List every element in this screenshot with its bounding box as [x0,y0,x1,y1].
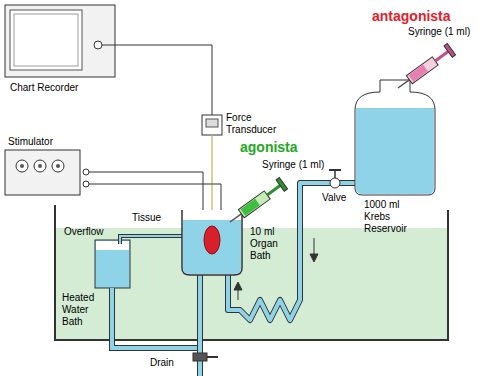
antagonist-label: antagonista [372,8,451,24]
syringe-label: Syringe (1 ml) [262,159,324,171]
antagonist-syringe [435,52,448,61]
agonist-syringe [276,178,287,192]
drain-pipe [112,288,200,348]
valve-symbol [329,169,341,171]
part-label: Drain [150,357,174,369]
flow-arrow [310,254,318,262]
valve-symbol [334,170,336,178]
stimulator [5,150,89,195]
device-label: Force Transducer [226,112,286,136]
part-label: 1000 ml Krebs Reservoir [364,199,412,235]
agonist-syringe [238,191,270,218]
drain-stopcock [193,353,207,361]
valve-symbol [329,170,341,188]
antagonist-syringe [406,57,438,84]
organ-bath [183,220,241,274]
krebs-supply-pipe [228,183,355,320]
stimulator [83,169,89,175]
antagonist-syringe [398,80,409,88]
chart-recorder [10,10,82,70]
agonist-syringe [241,199,260,216]
part-label: Heated Water Bath [62,292,102,328]
agonist-syringe [230,214,241,222]
device-label: Chart Recorder [10,82,78,94]
part-label: Overflow [64,226,103,238]
flow-arrow [234,282,242,290]
stimulator [38,164,42,168]
overflow-vessel [95,240,130,288]
antagonist-syringe [444,44,455,58]
stimulator [56,164,60,168]
overflow-vessel [95,240,130,288]
stimulator [34,160,46,172]
chart-recorder [94,41,102,49]
syringe-label: Syringe (1 ml) [408,26,470,38]
force-transducer [202,115,222,135]
drain-stopcock [193,353,218,361]
valve-symbol [330,178,340,188]
chart-recorder [14,14,78,66]
overflow-tube [120,236,182,244]
device-label: Stimulator [8,136,53,148]
drain-pipe [112,288,200,348]
antagonist-syringe [409,65,428,82]
drain-stopcock [207,356,218,358]
krebs-reservoir [355,80,435,195]
organ-bath [182,210,242,275]
krebs-reservoir [355,80,435,195]
drain-pipe [112,275,200,376]
krebs-supply-pipe [228,183,355,320]
tissue-sample [204,226,220,254]
part-label: 10 ml Organ Bath [250,226,284,262]
overflow-tube [120,236,182,244]
stimulator [5,150,80,195]
agonist-label: agonista [240,139,298,155]
overflow-tube [120,236,182,244]
flow-arrow [314,238,315,256]
force-transducer [206,119,218,127]
organ-bath [182,210,242,275]
stimulator [83,181,89,187]
part-label: Valve [322,192,346,204]
stimulator [20,164,24,168]
force-transducer [202,115,222,135]
part-label: Tissue [132,212,161,224]
antagonist-syringe [394,44,456,94]
recorder-wire [102,45,212,115]
stimulator [52,160,64,172]
chart-recorder [5,5,115,77]
krebs-reservoir [356,108,434,194]
overflow-vessel [96,241,129,250]
krebs-supply-pipe [228,183,355,320]
agonist-syringe [267,186,280,195]
agonist-syringe [226,178,288,228]
stimulator [16,160,28,172]
chart-recorder [5,5,115,77]
